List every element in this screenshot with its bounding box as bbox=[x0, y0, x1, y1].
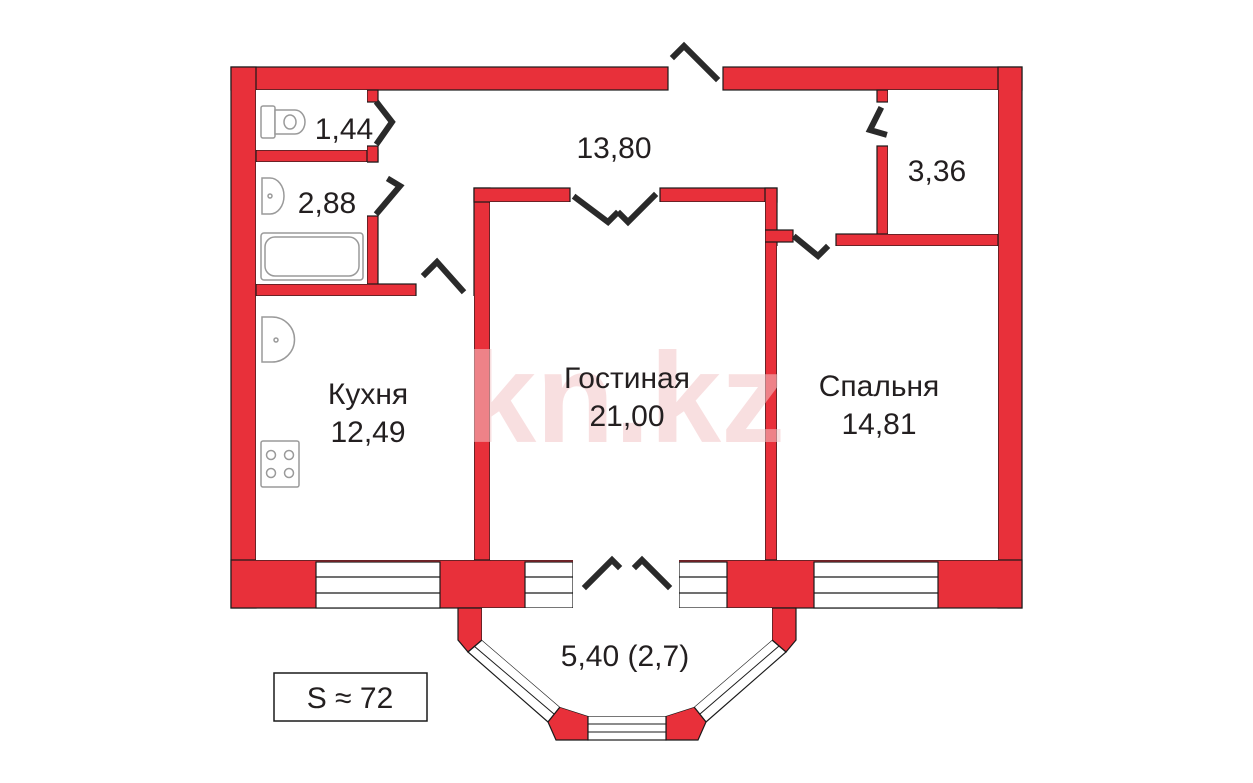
wall-bath-bottom bbox=[255, 283, 417, 297]
kitchen-name-label: Кухня bbox=[328, 378, 408, 411]
balcony-window-front bbox=[587, 715, 667, 741]
door-bathroom bbox=[373, 175, 405, 217]
balcony bbox=[457, 607, 797, 741]
total-area-label: S ≈ 72 bbox=[307, 682, 394, 715]
doors bbox=[373, 41, 888, 591]
window-bedroom bbox=[813, 561, 939, 609]
balcony-area-label: 5,40 (2,7) bbox=[561, 640, 689, 673]
wall-toilet-right-top bbox=[366, 89, 379, 103]
door-kitchen bbox=[420, 257, 467, 295]
window-kitchen bbox=[315, 561, 441, 609]
kitchen-area-label: 12,49 bbox=[330, 416, 405, 449]
living-name-label: Гостиная bbox=[564, 362, 690, 395]
wall-living-top-right bbox=[659, 187, 778, 203]
wall-toilet-bottom bbox=[255, 149, 379, 163]
toilet-icon bbox=[260, 105, 306, 139]
window-living-left bbox=[524, 561, 574, 609]
living-area-label: 21,00 bbox=[589, 400, 664, 433]
bedroom-area-label: 14,81 bbox=[841, 408, 916, 441]
bedroom-name-label: Спальня bbox=[819, 370, 940, 403]
wall-storage-bottom bbox=[835, 233, 999, 247]
fixtures bbox=[260, 105, 364, 488]
stove-icon bbox=[260, 440, 300, 488]
wall-toilet-right-bottom bbox=[366, 145, 379, 163]
wall-living-top-left bbox=[473, 187, 571, 203]
door-toilet bbox=[373, 99, 396, 147]
room-labels: 1,44 2,88 13,80 3,36 Кухня 12,49 Гостина… bbox=[298, 113, 966, 673]
wall-right bbox=[997, 66, 1023, 609]
storage-area-label: 3,36 bbox=[908, 155, 966, 188]
total-area-box: S ≈ 72 bbox=[273, 672, 428, 722]
watermark: kn.kz bbox=[465, 327, 785, 470]
wall-storage-left bbox=[876, 145, 889, 247]
wall-top-left bbox=[230, 66, 669, 91]
kitchen-sink-icon bbox=[261, 316, 296, 363]
door-storage bbox=[865, 105, 888, 138]
wall-living-door-post bbox=[764, 229, 794, 243]
bathtub-icon bbox=[260, 232, 364, 281]
door-entrance bbox=[669, 41, 721, 83]
sink-icon bbox=[261, 177, 285, 215]
bathroom-area-label: 2,88 bbox=[298, 187, 356, 220]
toilet-area-label: 1,44 bbox=[315, 113, 373, 146]
window-living-right bbox=[678, 561, 728, 609]
door-balcony-right bbox=[631, 555, 673, 591]
door-bedroom bbox=[791, 233, 831, 261]
wall-storage-left-top bbox=[876, 89, 889, 103]
wall-top-right bbox=[722, 66, 1023, 91]
door-living-left bbox=[571, 193, 621, 226]
windows bbox=[315, 561, 939, 609]
rooms-fill bbox=[256, 90, 998, 560]
door-balcony-left bbox=[581, 555, 623, 591]
door-living-right bbox=[615, 191, 659, 227]
hall-area-label: 13,80 bbox=[576, 132, 651, 165]
wall-left bbox=[230, 66, 257, 609]
